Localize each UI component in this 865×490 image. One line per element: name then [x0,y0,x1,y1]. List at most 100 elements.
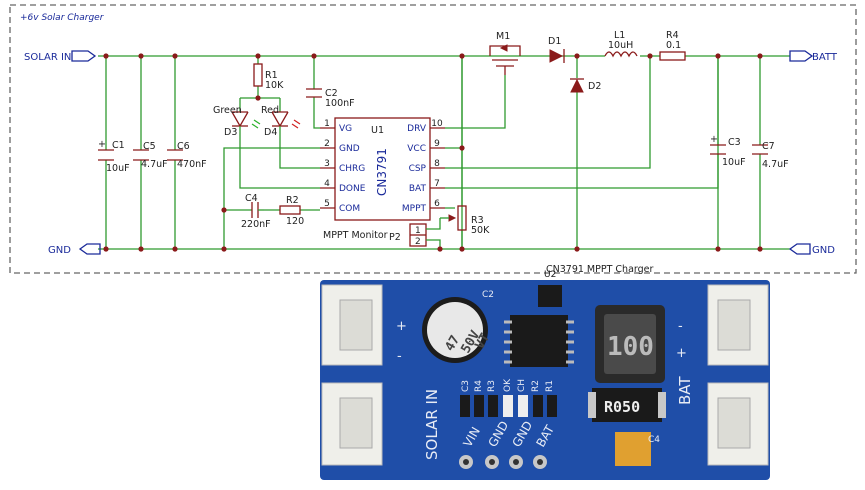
u1-pin-num: 9 [434,139,440,149]
svg-text:R4: R4 [474,380,484,392]
svg-text:120: 120 [286,216,304,227]
u1-pin-num: 8 [434,159,440,169]
capacitor-c5: C5 4.7uF [133,56,168,249]
shunt-resistor: R050 [588,388,666,422]
led-d4: Red D4 [261,105,320,169]
svg-text:+: + [98,139,106,150]
tantalum-cap: C4 [615,432,660,466]
led-d3: Green D3 [213,105,320,189]
u1-pin-num: 7 [434,179,440,189]
u1-pin-name: COM [339,204,360,214]
sheet-frame [9,4,857,274]
svg-text:R2: R2 [531,380,541,392]
svg-text:4.7uF: 4.7uF [762,159,789,170]
svg-text:BATT: BATT [812,52,838,63]
svg-text:47: 47 [442,333,463,354]
svg-text:R3: R3 [471,215,484,226]
ic-u1-part: CN3791 [375,148,389,196]
svg-text:SOLAR IN: SOLAR IN [24,52,71,63]
capacitor-c2: C2 100nF [306,56,355,129]
svg-text:CH: CH [517,379,527,392]
port-gnd-left: GND [48,243,101,256]
electrolytic-cap: 47 50V VT [422,297,493,363]
svg-text:C6: C6 [177,141,190,152]
silk-solar-in: SOLAR IN [423,389,441,460]
u1-pin-name: MPPT [402,204,427,214]
inductor-l1: L1 10uH [604,30,638,58]
svg-text:10K: 10K [265,80,284,91]
svg-text:Green: Green [213,105,242,116]
svg-text:4.7uF: 4.7uF [141,159,168,170]
diode-d2: D2 [570,56,601,249]
svg-text:C1: C1 [112,140,125,151]
svg-text:C2: C2 [482,290,494,300]
capacitor-c7: C7 4.7uF [752,56,789,249]
u1-pin-num: 10 [431,119,443,129]
svg-text:2: 2 [415,237,421,247]
connector-p2: 1 2 P2 MPPT Monitor [323,218,441,249]
u1-pin-num: 3 [324,159,330,169]
svg-text:50K: 50K [471,225,490,236]
svg-text:R1: R1 [545,380,555,392]
svg-text:C2: C2 [325,88,338,99]
svg-text:R050: R050 [604,398,640,416]
mosfet-m1: M1 [489,31,521,75]
svg-text:0.1: 0.1 [666,40,681,51]
svg-text:U2: U2 [544,270,556,280]
u1-pin-name: GND [339,144,360,154]
svg-text:C3: C3 [461,380,471,392]
diode-d1: D1 [548,36,565,63]
svg-text:470nF: 470nF [177,159,207,170]
board-caption: CN3791 MPPT Charger [546,264,654,275]
smd-labels: C3 R4 R3 OK CH R2 R1 [460,378,557,417]
svg-text:U1: U1 [371,125,384,136]
svg-text:OK: OK [503,378,513,392]
silk-bat: BAT [676,376,694,405]
u1-pin-name: DONE [339,184,366,194]
svg-text:P2: P2 [389,232,401,243]
port-gnd-right: GND [788,243,835,256]
sheet-title: +6v Solar Charger [20,13,105,23]
u1-pin-num: 6 [434,199,440,209]
u1-pin-num: 1 [324,119,330,129]
capacitor-c6: C6 470nF [167,56,207,249]
potentiometer-r3: R3 50K [440,56,490,249]
u1-pin-name: VCC [407,144,426,154]
svg-text:100: 100 [607,332,654,362]
silk-minus-1: - [397,349,402,364]
svg-text:MPPT Monitor: MPPT Monitor [323,230,388,241]
svg-text:GND: GND [48,245,71,256]
u1-pin-name: CHRG [339,164,365,174]
pcb-board: SOLAR IN BAT + - + - 47 50V VT C2 U2 100 [320,270,770,480]
svg-text:220nF: 220nF [241,219,271,230]
u1-pin-name: VG [339,124,352,134]
ic-u2: C2 U2 [482,270,574,367]
svg-text:R2: R2 [286,195,299,206]
svg-text:C4: C4 [648,435,660,445]
svg-text:L1: L1 [614,30,625,41]
junction-dots [103,53,763,252]
inductor-package: 100 [595,305,665,383]
silk-plus-2: + [676,346,687,361]
resistor-r2: R2 120 [264,195,320,227]
u1-pin-num: 4 [324,179,330,189]
svg-text:10uF: 10uF [722,157,746,168]
resistor-r1: R1 10K [253,56,284,98]
silk-minus-2: - [678,319,683,334]
connector-solar-bottom [321,382,383,466]
resistor-r4: R4 0.1 [659,30,686,61]
connector-bat-bottom [707,382,769,466]
u1-pin-name: DRV [407,124,427,134]
port-batt: BATT [789,50,838,63]
svg-text:C3: C3 [728,137,741,148]
svg-text:10uF: 10uF [106,163,130,174]
svg-text:100nF: 100nF [325,98,355,109]
u1-pin-name: CSP [409,164,427,174]
capacitor-c4: C4 220nF [224,193,271,230]
capacitor-c3: C3 10uF + [710,56,746,249]
svg-text:R4: R4 [666,30,679,41]
svg-text:C5: C5 [143,141,156,152]
svg-text:D1: D1 [548,36,561,47]
